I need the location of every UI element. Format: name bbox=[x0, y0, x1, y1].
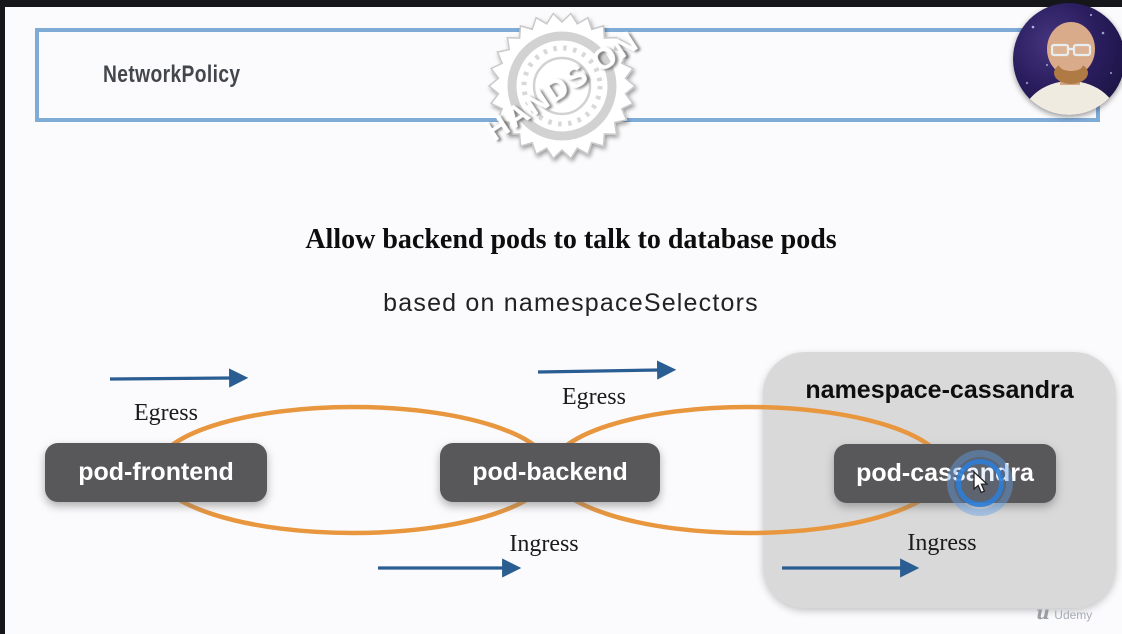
pod-cassandra-node: pod-cassandra bbox=[834, 444, 1056, 503]
pod-frontend-label: pod-frontend bbox=[78, 458, 234, 486]
mouse-cursor-icon bbox=[972, 470, 992, 500]
pod-backend-label: pod-backend bbox=[472, 458, 628, 486]
presenter-webcam bbox=[1013, 3, 1122, 115]
egress-left-arrow-icon bbox=[109, 368, 249, 388]
slide-title: Allow backend pods to talk to database p… bbox=[305, 224, 837, 255]
egress-mid-arrow-icon bbox=[537, 360, 677, 380]
slide-subtitle: based on namespaceSelectors bbox=[383, 289, 759, 317]
ingress-mid-label: Ingress bbox=[509, 531, 579, 557]
egress-mid-label: Egress bbox=[562, 384, 626, 410]
pod-frontend-node: pod-frontend bbox=[45, 443, 267, 502]
egress-left-label: Egress bbox=[134, 400, 198, 426]
watermark-label: Udemy bbox=[1054, 608, 1093, 622]
pod-backend-node: pod-backend bbox=[440, 443, 660, 502]
presenter-avatar bbox=[1021, 13, 1119, 115]
namespace-label: namespace-cassandra bbox=[805, 376, 1074, 404]
udemy-logo-icon: u bbox=[1036, 602, 1050, 624]
click-highlight-ring bbox=[956, 459, 1004, 507]
stamp-badge-icon: HANDS ON bbox=[479, 12, 645, 160]
left-black-strip bbox=[0, 0, 5, 634]
glasses-icon bbox=[1050, 43, 1092, 57]
page-title: NetworkPolicy bbox=[103, 61, 241, 88]
udemy-watermark: u Udemy bbox=[1036, 602, 1092, 624]
top-black-bar bbox=[0, 0, 1122, 7]
hands-on-stamp: HANDS ON bbox=[479, 10, 645, 162]
ingress-right-label: Ingress bbox=[907, 530, 977, 556]
